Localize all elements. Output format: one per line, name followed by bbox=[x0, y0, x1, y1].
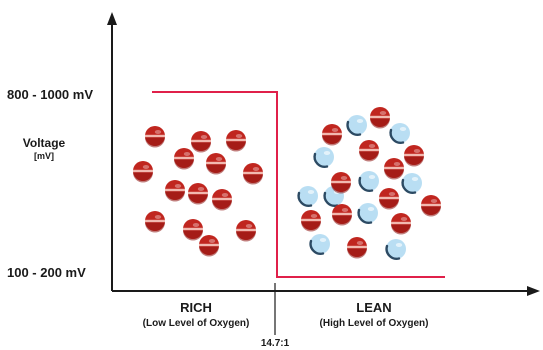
red-molecule-icon bbox=[145, 126, 165, 148]
red-molecule-icon bbox=[199, 235, 219, 257]
divider-label: 14.7:1 bbox=[261, 338, 290, 349]
red-molecule-icon bbox=[421, 195, 441, 217]
red-molecule-icon bbox=[322, 124, 342, 146]
red-molecule-icon bbox=[133, 161, 153, 183]
low-voltage-label: 100 - 200 mV bbox=[7, 265, 86, 280]
high-voltage-label: 800 - 1000 mV bbox=[7, 87, 93, 102]
axes bbox=[107, 12, 540, 335]
red-molecule-icon bbox=[236, 220, 256, 242]
oxygen-molecule-icon bbox=[358, 171, 379, 192]
red-molecule-icon bbox=[243, 163, 263, 185]
rich-molecule-cluster bbox=[133, 126, 263, 257]
red-molecule-icon bbox=[212, 189, 232, 211]
oxygen-molecule-icon bbox=[385, 239, 406, 260]
red-molecule-icon bbox=[347, 237, 367, 259]
oxygen-molecule-icon bbox=[297, 186, 318, 207]
oxygen-molecule-icon bbox=[357, 203, 378, 224]
lean-subtitle: (High Level of Oxygen) bbox=[320, 318, 429, 329]
x-axis-arrow bbox=[527, 286, 540, 296]
oxygen-molecule-icon bbox=[389, 123, 410, 144]
red-molecule-icon bbox=[226, 130, 246, 152]
red-molecule-icon bbox=[174, 148, 194, 170]
oxygen-molecule-icon bbox=[346, 115, 367, 136]
red-molecule-icon bbox=[191, 131, 211, 153]
lean-molecule-cluster bbox=[297, 107, 441, 260]
oxygen-molecule-icon bbox=[401, 173, 422, 194]
red-molecule-icon bbox=[331, 172, 351, 194]
red-molecule-icon bbox=[384, 158, 404, 180]
y-axis-unit: [mV] bbox=[34, 151, 54, 161]
red-molecule-icon bbox=[359, 140, 379, 162]
red-molecule-icon bbox=[145, 211, 165, 233]
rich-title: RICH bbox=[180, 300, 212, 315]
rich-subtitle: (Low Level of Oxygen) bbox=[143, 318, 250, 329]
red-molecule-icon bbox=[183, 219, 203, 241]
y-axis-arrow bbox=[107, 12, 117, 25]
oxygen-molecule-icon bbox=[313, 147, 334, 168]
red-molecule-icon bbox=[332, 204, 352, 226]
voltage-step-line bbox=[152, 91, 445, 278]
red-molecule-icon bbox=[379, 188, 399, 210]
lean-title: LEAN bbox=[356, 300, 391, 315]
red-molecule-icon bbox=[165, 180, 185, 202]
red-molecule-icon bbox=[370, 107, 390, 129]
red-molecule-icon bbox=[206, 153, 226, 175]
red-molecule-icon bbox=[301, 210, 321, 232]
y-axis-title: Voltage bbox=[23, 136, 66, 150]
oxygen-molecule-icon bbox=[309, 234, 330, 255]
red-molecule-icon bbox=[188, 183, 208, 205]
red-molecule-icon bbox=[404, 145, 424, 167]
red-molecule-icon bbox=[391, 213, 411, 235]
